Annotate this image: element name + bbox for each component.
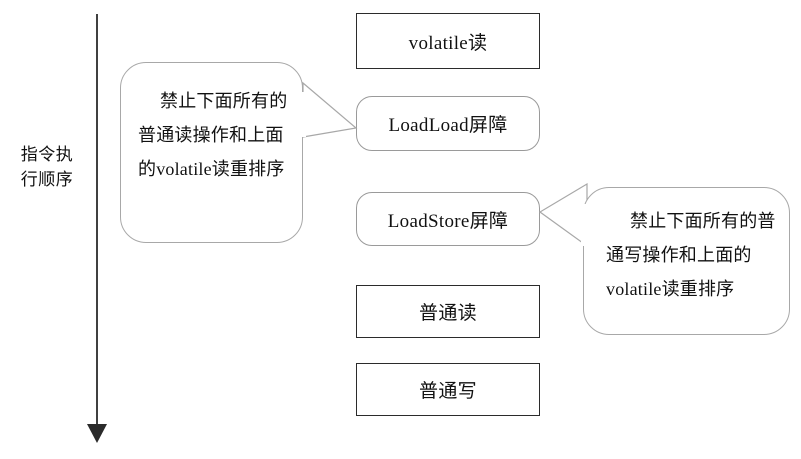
sequence-box-normal-write: 普通写 bbox=[356, 363, 540, 416]
sequence-box-normal-read: 普通读 bbox=[356, 285, 540, 338]
arrow-head bbox=[87, 424, 107, 443]
sequence-box-volatile-read: volatile读 bbox=[356, 13, 540, 69]
sequence-box-label: LoadStore屏障 bbox=[387, 210, 509, 232]
callout-text: 禁止下面所有的普通写操作和上面的volatile读重排序 bbox=[606, 211, 776, 299]
sequence-box-label: 普通读 bbox=[419, 303, 477, 324]
sequence-box-loadload-barrier: LoadLoad屏障 bbox=[356, 96, 540, 151]
callout-loadstore-note: 禁止下面所有的普通写操作和上面的volatile读重排序 bbox=[583, 187, 790, 335]
instruction-order-label: 指令执 行顺序 bbox=[20, 145, 74, 189]
tail-shape bbox=[538, 182, 588, 248]
sequence-box-label: LoadLoad屏障 bbox=[388, 115, 508, 136]
sequence-box-label: 普通写 bbox=[419, 381, 477, 402]
sequence-box-label: volatile读 bbox=[408, 32, 488, 54]
sequence-box-loadstore-barrier: LoadStore屏障 bbox=[356, 192, 540, 246]
tail-shape bbox=[302, 81, 358, 138]
callout-text: 禁止下面所有的普通读操作和上面的volatile读重排序 bbox=[138, 91, 288, 179]
callout-loadload-note: 禁止下面所有的普通读操作和上面的volatile读重排序 bbox=[120, 62, 303, 243]
